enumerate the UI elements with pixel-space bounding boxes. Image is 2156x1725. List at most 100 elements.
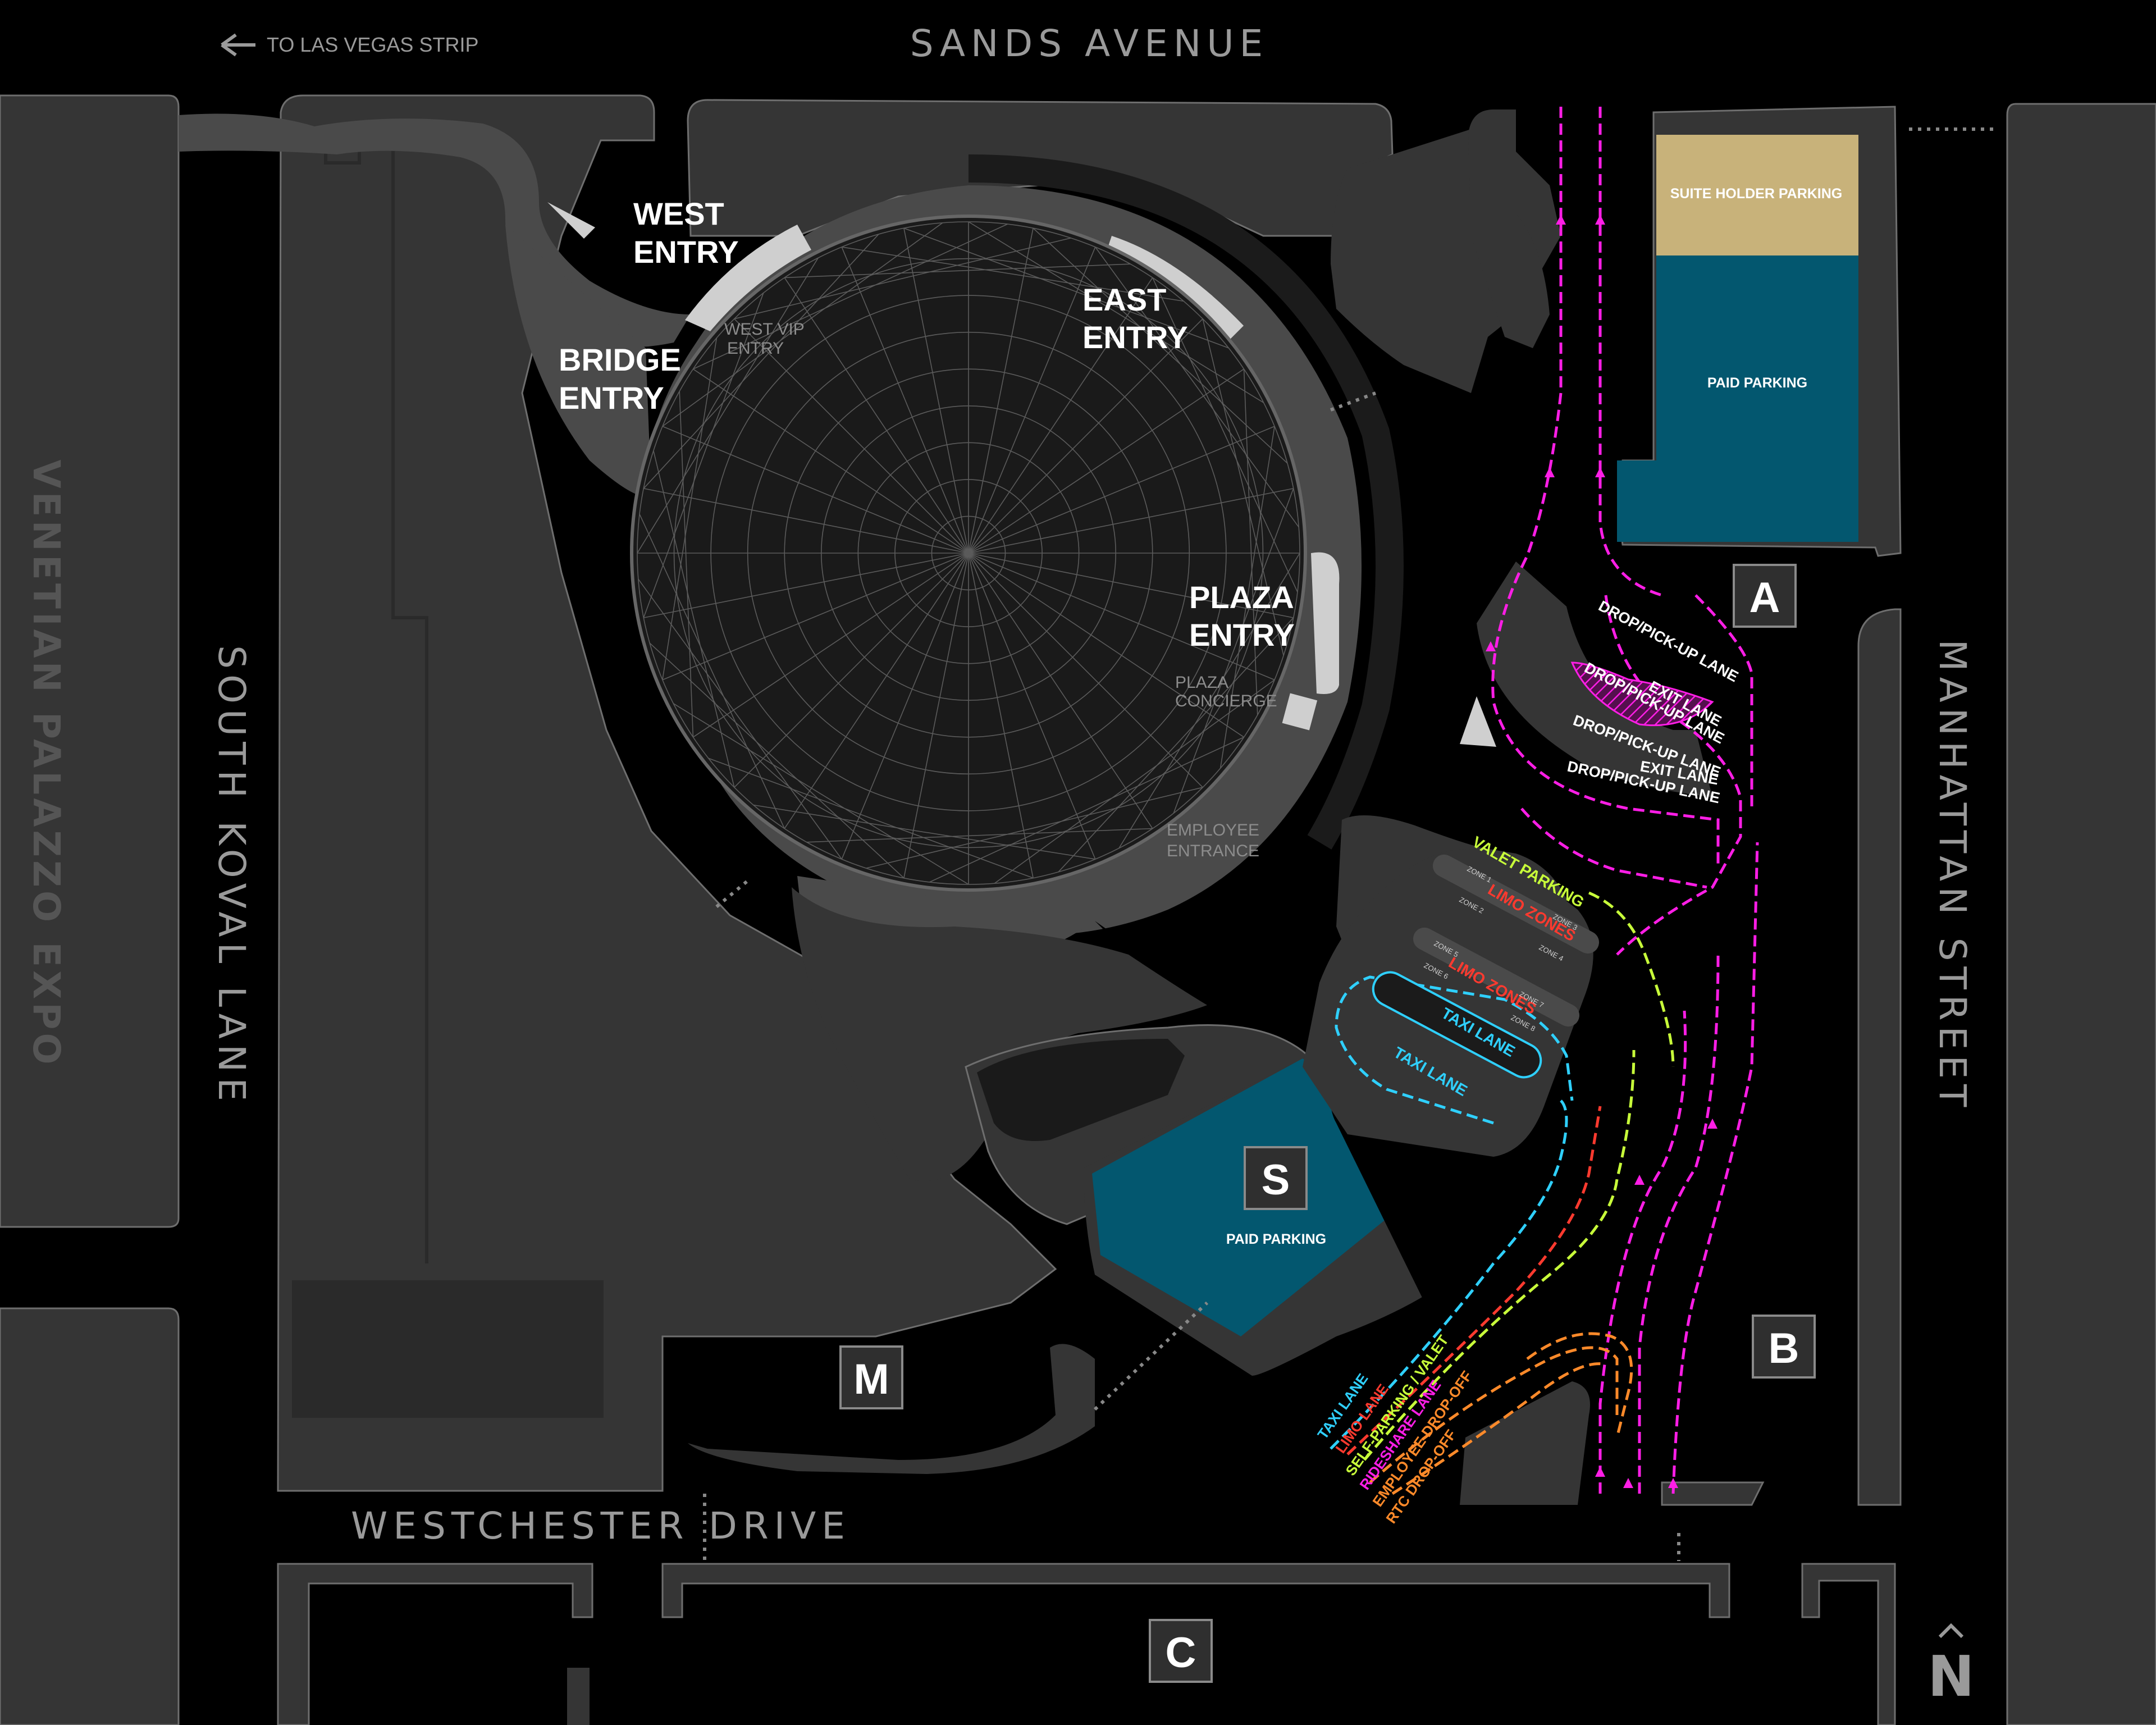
block-west-campus: [277, 94, 1057, 1492]
sphere-chord: [994, 679, 1275, 884]
sphere-chord: [643, 234, 879, 489]
sphere-spoke: [968, 553, 1034, 878]
sphere-spoke: [662, 553, 969, 681]
sphere-chord: [643, 293, 764, 618]
arrow-left-icon: [221, 33, 255, 57]
sphere-chord: [903, 227, 1229, 349]
bollard: [567, 1668, 590, 1725]
lot-a-badge[interactable]: A: [1733, 564, 1797, 628]
direction-arrow-icon: [1668, 1478, 1678, 1488]
direction-arrow-icon: [1556, 215, 1566, 225]
sphere-chord: [806, 828, 1153, 843]
sphere-chord: [842, 247, 1184, 302]
east-entry-label-2: ENTRY: [1082, 320, 1188, 355]
north-compass-icon: N: [1927, 1623, 1975, 1709]
sphere-spoke: [968, 228, 1034, 554]
direction-arrow-icon: [1623, 1478, 1633, 1488]
strip-link[interactable]: TO LAS VEGAS STRIP: [221, 33, 478, 57]
lot-s-paid-parking-label: PAID PARKING: [1226, 1231, 1326, 1247]
sphere-spoke: [643, 488, 969, 554]
drop-island-south: [1460, 1381, 1590, 1505]
street-venetian-expo: VENETIAN PALAZZO EXPO: [25, 459, 68, 1067]
bridge-entry-label-1: BRIDGE: [559, 342, 681, 377]
plaza-concierge-label-1: PLAZA: [1175, 673, 1228, 692]
lot-c-badge[interactable]: C: [1149, 1619, 1213, 1683]
sphere-chord: [673, 703, 969, 885]
limo-zone-island-2: [1413, 927, 1580, 1027]
block-lot-c: [277, 1563, 593, 1725]
sphere-chord: [1095, 247, 1299, 528]
sphere-spoke: [968, 553, 1203, 788]
sphere-chord: [679, 391, 694, 737]
east-entry-label-1: EAST: [1082, 282, 1166, 317]
west-entry-canopy: [685, 225, 811, 331]
street-westchester: WESTCHESTER: [351, 1504, 689, 1548]
sphere-spoke: [968, 368, 1245, 554]
sphere-spoke: [662, 426, 969, 554]
lane-rideshare: [1491, 107, 1759, 1494]
west-entry-label-2: ENTRY: [633, 234, 739, 270]
sphere-spoke: [692, 368, 969, 554]
sphere-spoke: [968, 488, 1294, 554]
sphere-chord: [753, 804, 1095, 860]
sphere-chord: [734, 238, 1071, 320]
sphere-spoke: [968, 553, 1096, 860]
sphere-spoke: [968, 426, 1275, 554]
lot-a-paid-parking-label: PAID PARKING: [1707, 375, 1807, 391]
sphere-chord: [653, 450, 735, 788]
sphere-chord: [638, 578, 842, 860]
sphere-chord: [968, 221, 1264, 403]
lot-b-badge[interactable]: B: [1752, 1315, 1816, 1379]
bridge-entry-label-2: ENTRY: [559, 380, 664, 416]
lane-employee: [1369, 1332, 1633, 1495]
direction-arrow-icon: [1486, 641, 1496, 651]
block-se-corner: [1801, 1563, 1896, 1725]
lot-s-badge[interactable]: S: [1244, 1146, 1308, 1210]
direction-arrow-icon: [1707, 1119, 1718, 1129]
crosswalks: [703, 127, 1999, 1561]
street-south-koval: SOUTH KOVAL LANE: [210, 645, 253, 1107]
direction-arrow-icon: [1595, 467, 1605, 477]
lot-c-badge-label: C: [1166, 1629, 1196, 1677]
sphere-chord: [637, 257, 819, 554]
sphere-arena: [630, 215, 1307, 892]
street-drive: DRIVE: [709, 1504, 851, 1548]
sphere-chord: [784, 263, 1131, 279]
sphere-spoke: [734, 318, 969, 554]
lane-self-valet: [1363, 891, 1675, 1461]
sphere-spoke: [968, 553, 1275, 681]
plaza-concierge-booth: [1282, 693, 1318, 731]
sphere-chord: [1118, 553, 1300, 849]
dropoff-hatched-island: [1570, 661, 1714, 727]
sphere-spoke: [784, 553, 969, 829]
block-m-curb: [688, 1344, 1095, 1474]
strip-link-label: TO LAS VEGAS STRIP: [267, 33, 478, 56]
compass-label: N: [1927, 1644, 1975, 1709]
sphere-chord: [708, 757, 1034, 879]
sphere-chord: [662, 337, 718, 680]
sphere-chord: [639, 514, 785, 829]
sphere-spoke: [903, 553, 969, 878]
block-north-east-corner: [1468, 109, 1550, 348]
employee-entrance-label-2: ENTRANCE: [1167, 842, 1259, 860]
lane-taxi: [1330, 975, 1574, 1450]
parking-stairs: [1460, 696, 1496, 747]
sphere-spoke: [643, 553, 969, 618]
sphere-spoke: [968, 553, 1153, 829]
direction-arrow-icon: [1595, 215, 1605, 225]
block-center-south: [792, 887, 1207, 1181]
suite-holder-parking-label: SUITE HOLDER PARKING: [1670, 186, 1843, 202]
building-south-annex: [292, 1280, 604, 1418]
sphere-spoke: [968, 553, 1294, 618]
employee-entrance-label-1: EMPLOYEE: [1167, 821, 1259, 839]
block-lot-c-main: [661, 1563, 1730, 1618]
sphere-spoke: [968, 318, 1203, 554]
sphere-spoke: [968, 247, 1096, 554]
sphere-spoke: [841, 553, 969, 860]
street-manhattan: MANHATTAN STREET: [1931, 640, 1974, 1113]
sphere-spoke: [692, 553, 969, 738]
lot-a-paid-parking: [1617, 255, 1858, 542]
sphere-spoke: [734, 553, 969, 788]
lot-m-badge[interactable]: M: [839, 1345, 903, 1409]
lane-arrows: [1486, 215, 1718, 1488]
